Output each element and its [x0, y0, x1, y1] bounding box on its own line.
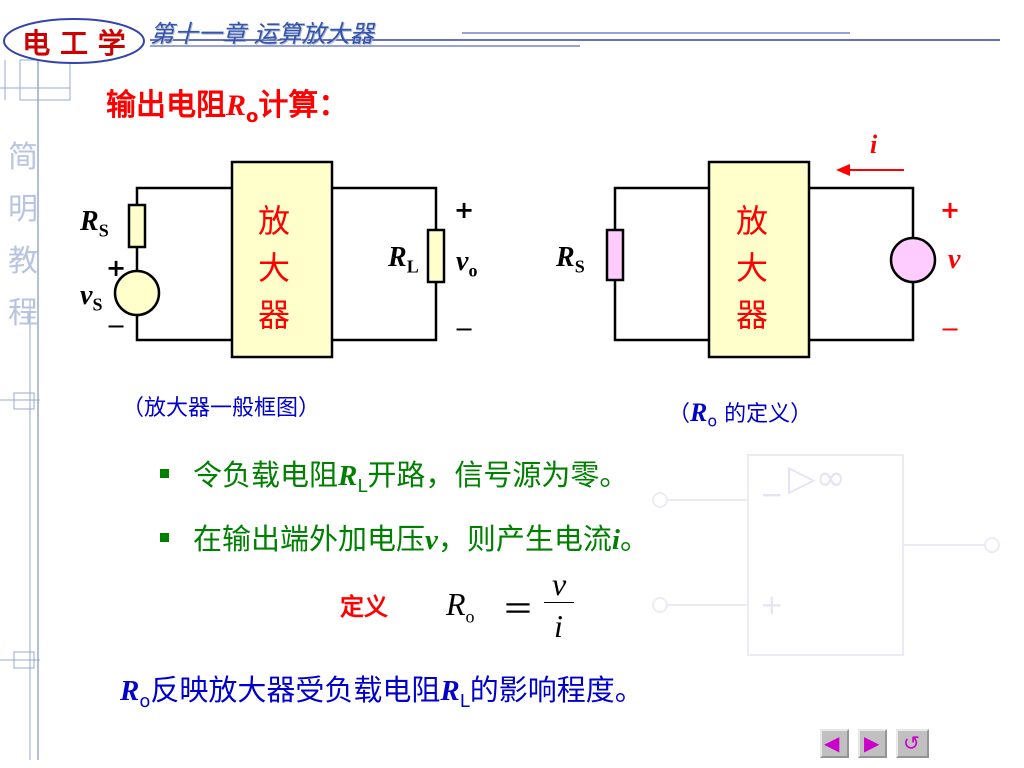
sidebar-char-4: 程 [8, 296, 38, 331]
left-amp-char-1: 放 [258, 202, 291, 240]
right-current-label: i [870, 130, 878, 159]
right-amp-char-2: 大 [736, 249, 769, 287]
slide-title: 输出电阻Ro计算： [106, 88, 349, 127]
right-amp-char-3: 器 [736, 296, 769, 334]
chapter-title: 第十一章 运算放大器 [150, 20, 374, 48]
definition-label: 定义 [340, 593, 388, 621]
return-button[interactable]: ↺ [896, 729, 929, 758]
logo-text: 电 工 学 [22, 27, 126, 60]
op-amp-watermark [652, 454, 1000, 656]
right-minus: − [940, 315, 961, 343]
right-circuit-caption: （Ro 的定义） [668, 398, 813, 431]
op-amp-watermark-plus: + [760, 588, 784, 621]
left-circuit [113, 160, 446, 359]
right-voltage-label: v [948, 244, 961, 275]
summary-text: Ro反映放大器受负载电阻RL的影响程度。 [120, 673, 644, 712]
left-source-plus: + [106, 254, 127, 282]
left-rs-label: RS [80, 206, 109, 241]
right-rs-label: RS [556, 242, 585, 277]
right-plus: + [940, 196, 961, 224]
definition-formula: Ro ＝ v i [446, 566, 586, 646]
bullet-1: 令负载电阻RL开路，信号源为零。 [160, 452, 628, 497]
left-amp-char-2: 大 [258, 249, 291, 287]
left-amp-char-3: 器 [258, 296, 291, 334]
bullet-2: 在输出端外加电压v，则产生电流i。 [160, 516, 649, 558]
prev-slide-button[interactable]: ◀ [820, 729, 849, 758]
left-output-minus: − [454, 315, 475, 343]
course-logo: 电 工 学 [2, 16, 146, 66]
prev-arrow-icon: ◀ [824, 731, 840, 755]
sidebar-char-1: 简 [8, 140, 38, 175]
bullet-marker [160, 532, 169, 542]
op-amp-watermark-symbol: ▷∞ [788, 458, 846, 499]
sidebar-char-3: 教 [8, 244, 38, 279]
op-amp-watermark-minus: − [760, 478, 784, 511]
left-vs-label: vS [80, 280, 103, 315]
left-rl-label: RL [388, 242, 419, 277]
next-slide-button[interactable]: ▶ [858, 729, 887, 758]
bullet-marker [160, 468, 169, 478]
right-circuit [605, 160, 937, 359]
right-amp-char-1: 放 [736, 202, 769, 240]
left-vo-label: vo [456, 246, 478, 281]
left-output-plus: + [454, 196, 475, 224]
left-source-minus: − [106, 312, 127, 340]
next-arrow-icon: ▶ [864, 731, 880, 755]
left-circuit-caption: （放大器一般框图） [122, 396, 321, 421]
return-arrow-icon: ↺ [903, 731, 920, 755]
sidebar-char-2: 明 [8, 192, 38, 227]
